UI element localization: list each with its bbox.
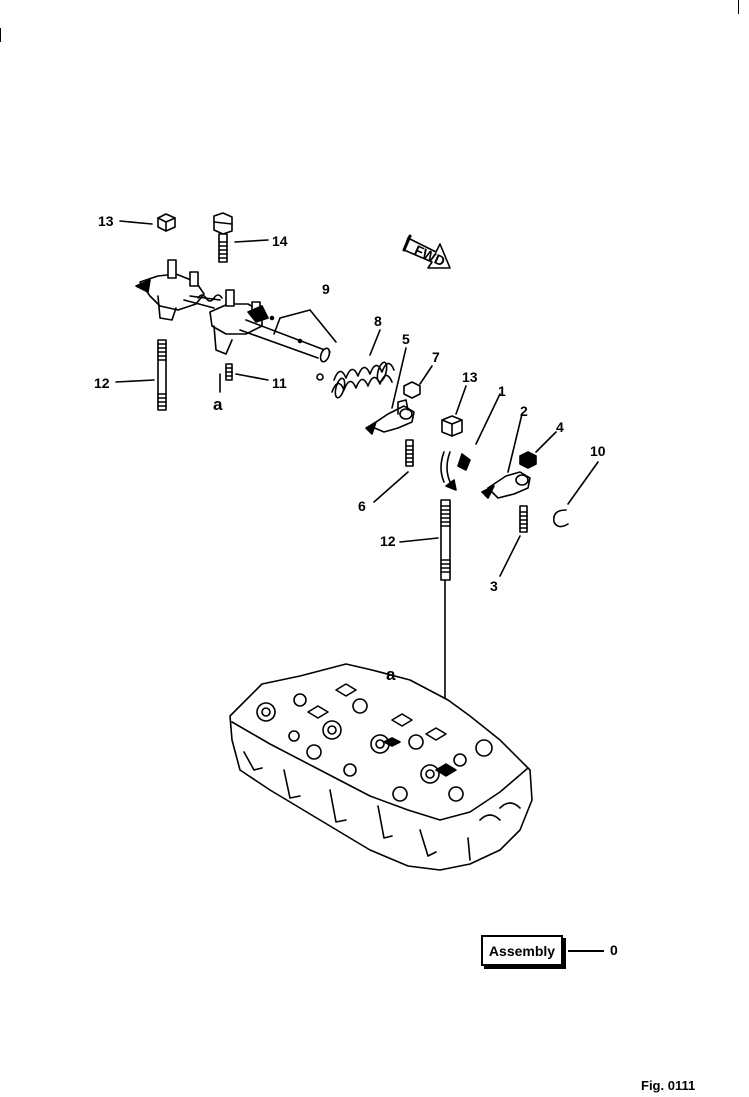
leader-1 (475, 393, 501, 445)
leader-12-left (115, 379, 155, 383)
nut-7 (403, 381, 421, 399)
callout-a-upper: a (213, 395, 223, 414)
leader-4 (535, 431, 557, 453)
callout-5: 5 (402, 331, 410, 347)
callout-1: 1 (498, 383, 506, 399)
leader-12-center (399, 537, 439, 543)
adjusting-screw-3 (519, 505, 528, 533)
callout-10: 10 (590, 443, 606, 459)
assembly-number: 0 (610, 942, 618, 958)
callout-4: 4 (556, 419, 564, 435)
callout-11: 11 (272, 375, 287, 391)
rocker-arm-2 (481, 471, 531, 499)
callout-7: 7 (432, 349, 440, 365)
nut-13-right (441, 415, 463, 437)
leader-3 (499, 535, 521, 577)
leader-11 (235, 373, 269, 381)
leader-13-right (455, 385, 467, 415)
leader-2 (507, 413, 523, 473)
fwd-arrow-icon (402, 234, 451, 269)
leader-7 (419, 365, 433, 385)
bolt-14 (213, 212, 233, 263)
callout-8: 8 (374, 313, 382, 329)
leader-5 (391, 347, 407, 409)
figure-label: Fig. 0111 (641, 1078, 696, 1093)
callout-12-center: 12 (380, 533, 396, 549)
callout-2: 2 (520, 403, 528, 419)
frame-tick-left (0, 28, 1, 42)
nut-13-left (157, 213, 176, 232)
callout-3: 3 (490, 578, 498, 594)
spring-8 (331, 361, 395, 399)
assembly-box: Assembly (481, 935, 563, 966)
pin-11 (225, 363, 233, 381)
callout-13-right: 13 (462, 369, 478, 385)
rocker-shaft-assembly (135, 259, 331, 363)
callout-9: 9 (322, 281, 330, 297)
leader-14 (234, 239, 269, 243)
assembly-leader (568, 950, 604, 952)
nut-4 (519, 451, 537, 469)
callout-14: 14 (272, 233, 288, 249)
leader-10 (567, 461, 599, 505)
callout-6: 6 (358, 498, 366, 514)
frame-tick-top-right (738, 0, 739, 14)
callout-12-left: 12 (94, 375, 110, 391)
leader-9 (273, 309, 337, 343)
circlip-10 (552, 509, 569, 528)
callout-a-lower: a (386, 665, 396, 684)
stud-12-left (157, 339, 167, 411)
cylinder-head (229, 663, 533, 871)
adjusting-screw-6 (405, 439, 414, 467)
stud-12-center (440, 499, 451, 771)
leader-8 (369, 329, 381, 356)
plug (316, 373, 324, 381)
callout-13-left: 13 (98, 213, 114, 229)
washer-1 (440, 451, 471, 491)
leader-6 (373, 471, 409, 503)
rocker-arm-5 (365, 399, 415, 435)
leader-13-left (119, 220, 153, 225)
